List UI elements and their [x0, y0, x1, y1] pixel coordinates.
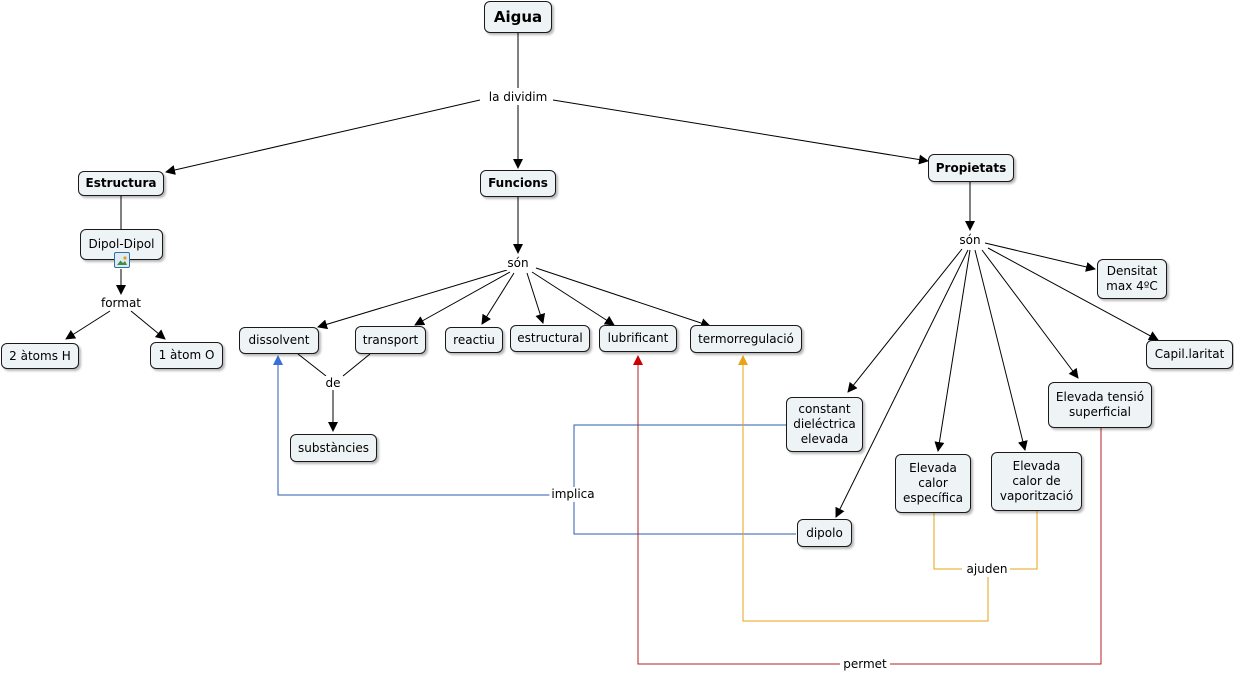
arrow-to-capilaritat	[987, 247, 1159, 341]
arrow-to-estructural	[526, 272, 546, 324]
blue-arrow-implica-dissolvent	[273, 355, 551, 496]
orange-line-calor-vap-ajuden	[1010, 511, 1038, 570]
node-1-atom-o[interactable]: 1 àtom O	[150, 342, 223, 369]
node-tensio[interactable]: Elevada tensió superficial	[1048, 382, 1152, 428]
node-capilaritat[interactable]: Capil.laritat	[1146, 340, 1233, 369]
link-label-ajuden: ajuden	[964, 562, 1010, 576]
node-termorregulacio[interactable]: termorregulació	[690, 325, 802, 353]
link-label-la-dividim: la dividim	[486, 90, 550, 104]
link-label-son-funcions: són	[505, 256, 531, 270]
arrow-to-transport	[414, 271, 511, 326]
image-icon-glyph	[117, 256, 127, 265]
image-icon[interactable]	[114, 252, 130, 268]
node-estructural[interactable]: estructural	[510, 325, 590, 352]
blue-line-dipolo-implica	[573, 502, 796, 535]
arrow-to-constant	[847, 248, 963, 393]
line-dissolvent-de	[297, 353, 327, 377]
node-aigua[interactable]: Aigua	[484, 1, 552, 33]
red-arrow-permet-lubrificant	[633, 355, 840, 665]
link-label-de: de	[323, 376, 343, 390]
blue-line-constant-implica	[573, 424, 786, 487]
arrow-to-dipolo	[835, 249, 969, 518]
node-dipolo[interactable]: dipolo	[797, 519, 852, 547]
node-densitat[interactable]: Densitat max 4ºC	[1097, 259, 1167, 299]
arrow-to-2-atoms-h	[65, 310, 111, 340]
orange-line-calor-esp-ajuden	[933, 513, 962, 570]
node-substancies[interactable]: substàncies	[290, 434, 377, 462]
arrow-to-tensio	[981, 249, 1079, 379]
line-transport-de	[342, 353, 371, 377]
node-reactiu[interactable]: reactiu	[445, 327, 503, 353]
arrow-to-densitat	[984, 242, 1096, 272]
arrow-to-estructura	[165, 99, 481, 175]
node-dissolvent[interactable]: dissolvent	[239, 327, 319, 354]
node-propietats[interactable]: Propietats	[928, 154, 1014, 182]
arrow-to-propietats	[552, 99, 929, 165]
arrow-to-lubrificant	[531, 271, 615, 326]
red-line-tensio-permet	[890, 428, 1102, 665]
arrow-to-calor-especifica	[934, 249, 971, 452]
arrow-to-1-atom-o	[130, 310, 166, 340]
link-label-format: format	[98, 296, 144, 310]
arrow-to-termorregulacio	[535, 267, 711, 328]
node-calor-vaporitzacio[interactable]: Elevada calor de vaporització	[991, 452, 1082, 511]
arrow-to-calor-vaporitzacio	[974, 249, 1028, 451]
link-label-implica: implica	[549, 487, 597, 501]
node-lubrificant[interactable]: lubrificant	[599, 325, 677, 352]
arrow-to-dissolvent	[317, 269, 508, 330]
node-constant[interactable]: constant dieléctrica elevada	[786, 397, 863, 452]
arrow-to-reactiu	[481, 272, 515, 325]
link-label-son-propietats: són	[957, 233, 983, 247]
node-transport[interactable]: transport	[355, 326, 426, 354]
node-estructura[interactable]: Estructura	[78, 171, 164, 196]
node-calor-especifica[interactable]: Elevada calor específica	[895, 454, 971, 513]
node-2-atoms-h[interactable]: 2 àtoms H	[1, 343, 79, 369]
orange-arrow-ajuden-termorregulacio	[738, 355, 989, 622]
node-funcions[interactable]: Funcions	[480, 170, 556, 197]
link-label-permet: permet	[841, 657, 889, 671]
